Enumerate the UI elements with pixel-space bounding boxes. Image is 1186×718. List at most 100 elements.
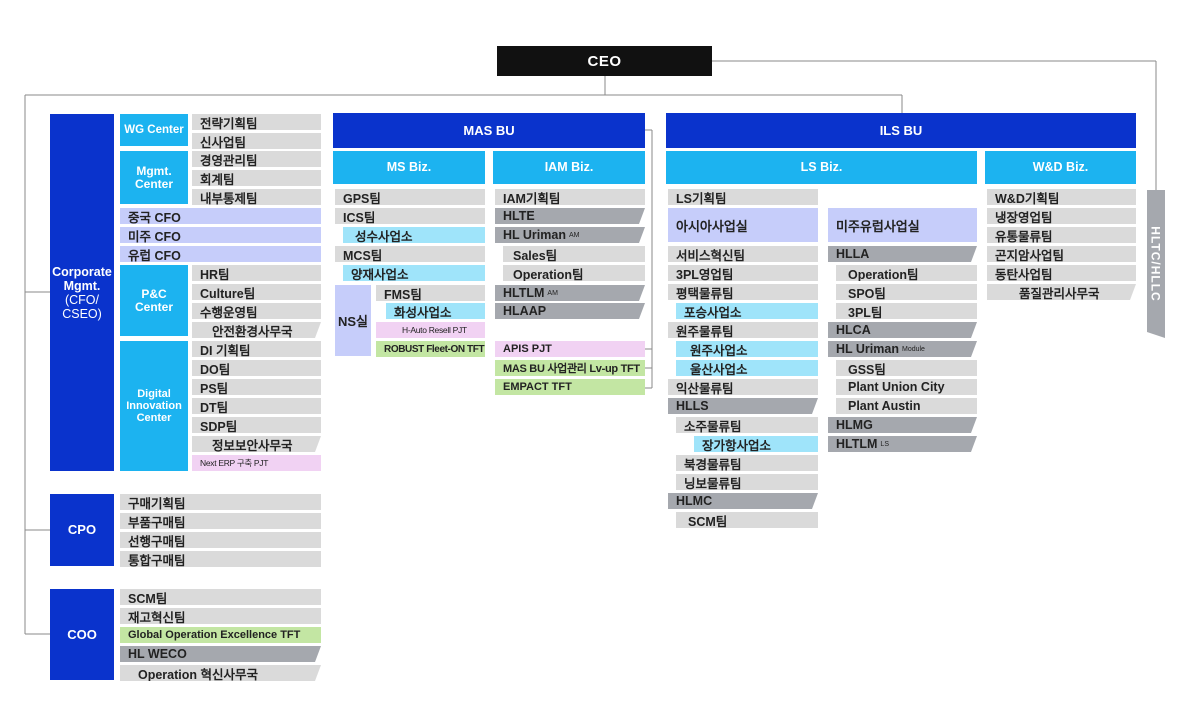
americas-europe-office-box: 미주유럽사업실 bbox=[828, 208, 977, 242]
operation-innovation-office: Operation 혁신사무국 bbox=[120, 665, 321, 681]
wd-team-dongtan: 동탄사업팀 bbox=[987, 265, 1136, 281]
wd-biz-box: W&D Biz. bbox=[985, 151, 1136, 184]
cpo-box: CPO bbox=[50, 494, 114, 566]
wd-team-distribution: 유통물류팀 bbox=[987, 227, 1136, 243]
mas-bu-lv-up-tft: MAS BU 사업관리 Lv-up TFT bbox=[495, 360, 645, 376]
hlls-box: HLLS bbox=[668, 398, 818, 414]
iam-biz-box: IAM Biz. bbox=[493, 151, 645, 184]
mgmt-team-management: 경영관리팀 bbox=[192, 151, 321, 167]
ns-site-hwaseong: 화성사업소 bbox=[386, 303, 485, 319]
mas-bu-box: MAS BU bbox=[333, 113, 645, 148]
hlca-box: HLCA bbox=[828, 322, 977, 338]
empact-tft: EMPACT TFT bbox=[495, 379, 645, 395]
hlla-team-3pl: 3PL팀 bbox=[836, 303, 977, 319]
wd-team-gonjiam: 곤지암사업팀 bbox=[987, 246, 1136, 262]
cpo-team-integrated: 통합구매팀 bbox=[120, 551, 321, 567]
hltc-hllc-box: HLTC/HLLC bbox=[1147, 190, 1165, 338]
asia-team-pyeongtaek: 평택물류팀 bbox=[668, 284, 818, 300]
di-team-sdp: SDP팀 bbox=[192, 417, 321, 433]
uriman-module-sup: Module bbox=[901, 345, 925, 353]
site-wonju: 원주사업소 bbox=[676, 341, 818, 357]
di-team-planning: DI 기획팀 bbox=[192, 341, 321, 357]
asia-office-box: 아시아사업실 bbox=[668, 208, 818, 242]
pc-team-operation: 수행운영팀 bbox=[192, 303, 321, 319]
ms-biz-box: MS Biz. bbox=[333, 151, 485, 184]
di-team-dt: DT팀 bbox=[192, 398, 321, 414]
hltlm-am-label: HLTLM bbox=[503, 286, 545, 300]
corporate-title-line1: Corporate bbox=[52, 264, 112, 279]
ms-team-gps: GPS팀 bbox=[335, 189, 485, 205]
pc-center-box: P&C Center bbox=[120, 265, 188, 336]
coo-team-scm: SCM팀 bbox=[120, 589, 321, 605]
iam-hlaap: HLAAP bbox=[495, 303, 645, 319]
asia-team-service-innovation: 서비스혁신팀 bbox=[668, 246, 818, 262]
coo-team-inventory: 재고혁신팀 bbox=[120, 608, 321, 624]
ms-team-mcs: MCS팀 bbox=[335, 246, 485, 262]
di-team-ps: PS팀 bbox=[192, 379, 321, 395]
site-poseung: 포승사업소 bbox=[676, 303, 818, 319]
hlls-team-suzhou: 소주물류팀 bbox=[676, 417, 818, 433]
robust-fleet-on-tft: ROBUST Fleet-ON TFT bbox=[376, 341, 485, 357]
pc-center-line2: Center bbox=[134, 299, 173, 314]
hlla-team-spo: SPO팀 bbox=[836, 284, 977, 300]
ils-bu-box: ILS BU bbox=[666, 113, 1136, 148]
apis-pjt: APIS PJT bbox=[495, 341, 645, 357]
mgmt-center-box: Mgmt. Center bbox=[120, 151, 188, 204]
mgmt-center-line1: Mgmt. bbox=[136, 163, 172, 178]
wd-team-cold-sales: 냉장영업팀 bbox=[987, 208, 1136, 224]
wg-center-box: WG Center bbox=[120, 114, 188, 146]
cpo-team-parts: 부품구매팀 bbox=[120, 513, 321, 529]
hlla-team-operation: Operation팀 bbox=[836, 265, 977, 281]
ms-site-seongsu: 성수사업소 bbox=[343, 227, 485, 243]
asia-team-iksan: 익산물류팀 bbox=[668, 379, 818, 395]
hlmc-team-scm: SCM팀 bbox=[676, 512, 818, 528]
uriman-module-label: HL Uriman bbox=[836, 342, 899, 356]
cfo-americas: 미주 CFO bbox=[120, 227, 321, 243]
module-team-gss: GSS팀 bbox=[836, 360, 977, 376]
di-team-do: DO팀 bbox=[192, 360, 321, 376]
site-zhangjiagang: 장가항사업소 bbox=[694, 436, 818, 452]
hlmc-box: HLMC bbox=[668, 493, 818, 509]
h-auto-resell-pjt: H-Auto Resell PJT bbox=[376, 322, 485, 338]
corporate-title-line3: (CFO/ bbox=[64, 292, 100, 307]
digital-innovation-center-box: Digital Innovation Center bbox=[120, 341, 188, 471]
pc-team-culture: Culture팀 bbox=[192, 284, 321, 300]
digital-center-line3: Center bbox=[136, 412, 172, 424]
di-security-office: 정보보안사무국 bbox=[192, 436, 321, 452]
asia-team-3pl-sales: 3PL영업팀 bbox=[668, 265, 818, 281]
mgmt-team-internal-control: 내부통제팀 bbox=[192, 189, 321, 205]
hlla-box: HLLA bbox=[828, 246, 977, 262]
iam-team-planning: IAM기획팀 bbox=[495, 189, 645, 205]
module-plant-austin: Plant Austin bbox=[836, 398, 977, 414]
ms-team-ics: ICS팀 bbox=[335, 208, 485, 224]
uriman-am-sup: AM bbox=[568, 231, 580, 239]
asia-team-wonju: 원주물류팀 bbox=[668, 322, 818, 338]
uriman-team-sales: Sales팀 bbox=[503, 246, 645, 262]
coo-box: COO bbox=[50, 589, 114, 680]
uriman-team-operation: Operation팀 bbox=[503, 265, 645, 281]
hlls-team-ningbo: 닝보물류팀 bbox=[676, 474, 818, 490]
pc-safety-office: 안전환경사무국 bbox=[192, 322, 321, 338]
cfo-china: 중국 CFO bbox=[120, 208, 321, 224]
wg-team-strategy: 전략기획팀 bbox=[192, 114, 321, 130]
uriman-am-label: HL Uriman bbox=[503, 228, 566, 242]
iam-hlte: HLTE bbox=[495, 208, 645, 224]
mgmt-center-line2: Center bbox=[134, 176, 173, 191]
pc-center-line1: P&C bbox=[141, 286, 167, 301]
wd-quality-office: 품질관리사무국 bbox=[987, 284, 1136, 300]
cpo-team-planning: 구매기획팀 bbox=[120, 494, 321, 510]
wg-team-new-business: 신사업팀 bbox=[192, 133, 321, 149]
ls-biz-box: LS Biz. bbox=[666, 151, 977, 184]
cfo-europe: 유럽 CFO bbox=[120, 246, 321, 262]
digital-center-line1: Digital bbox=[137, 388, 171, 400]
global-op-excellence-tft: Global Operation Excellence TFT bbox=[120, 627, 321, 643]
pc-team-hr: HR팀 bbox=[192, 265, 321, 281]
corporate-title-line2: Mgmt. bbox=[63, 278, 101, 293]
hltlm-ls-label: HLTLM bbox=[836, 437, 878, 451]
mgmt-team-accounting: 회계팀 bbox=[192, 170, 321, 186]
